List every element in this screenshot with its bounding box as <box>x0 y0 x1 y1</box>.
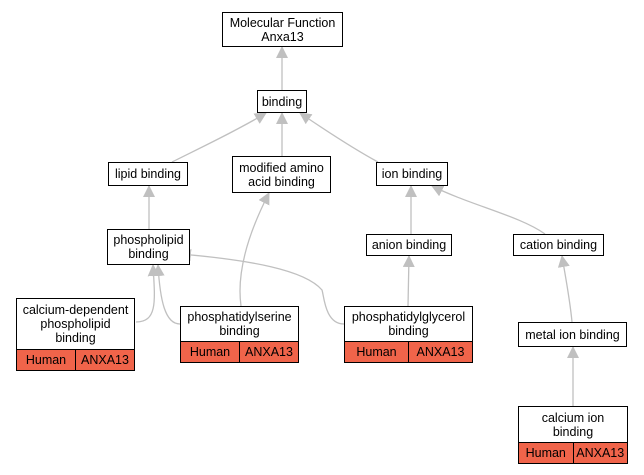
node-phospholipid-binding[interactable]: phospholipid binding <box>107 229 190 265</box>
node-label: binding <box>261 94 303 109</box>
species-cell: Human <box>25 353 67 367</box>
gene-cell: ANXA13 <box>75 350 134 370</box>
annotation-row: Human ANXA13 <box>181 341 298 362</box>
edge-phosphatidylglycerol-to-phospholipid <box>179 248 345 325</box>
edge-lipid-binding-to-binding <box>171 112 267 163</box>
edge-metal-ion-to-cation <box>557 255 573 323</box>
node-metal-ion-binding[interactable]: metal ion binding <box>518 322 627 347</box>
node-calcium-ion-binding[interactable]: calcium ion binding Human ANXA13 <box>518 406 628 464</box>
node-cation-binding[interactable]: cation binding <box>513 234 604 256</box>
edge-phosphatidylserine-to-modified-amino <box>239 192 270 307</box>
edge-ion-binding-to-binding <box>299 112 379 163</box>
node-label: Molecular Function Anxa13 <box>229 15 336 44</box>
node-label: anion binding <box>371 238 447 252</box>
node-label: modified amino acid binding <box>239 160 324 189</box>
edge-phosphatidylglycerol-to-anion <box>402 255 415 307</box>
node-label: calcium-dependent phospholipid binding <box>22 303 129 345</box>
gene-cell: ANXA13 <box>408 342 472 362</box>
gene-cell: ANXA13 <box>239 342 298 362</box>
node-label: phosphatidylserine binding <box>187 310 292 338</box>
node-label: lipid binding <box>114 167 182 181</box>
node-binding[interactable]: binding <box>257 90 307 113</box>
node-label: phosphatidylglycerol binding <box>351 310 466 338</box>
node-molecular-function-root[interactable]: Molecular Function Anxa13 <box>222 12 343 47</box>
node-modified-amino-acid-binding[interactable]: modified amino acid binding <box>232 156 331 193</box>
node-anion-binding[interactable]: anion binding <box>366 234 452 256</box>
node-phosphatidylserine-binding[interactable]: phosphatidylserine binding Human ANXA13 <box>180 306 299 363</box>
edge-phosphatidylserine-to-phospholipid <box>152 264 181 325</box>
species-cell: Human <box>356 345 397 359</box>
node-label: metal ion binding <box>525 327 620 342</box>
node-label: cation binding <box>519 238 598 252</box>
edge-cation-to-ion-binding <box>431 185 546 235</box>
species-cell: Human <box>189 345 231 359</box>
node-label: calcium ion binding <box>541 410 605 439</box>
node-ion-binding[interactable]: ion binding <box>376 162 448 186</box>
node-calcium-dependent-phospholipid-binding[interactable]: calcium-dependent phospholipid binding H… <box>16 298 135 371</box>
node-lipid-binding[interactable]: lipid binding <box>108 162 188 186</box>
edge-calcium-dependent-to-phospholipid <box>135 264 160 323</box>
node-label: phospholipid binding <box>113 233 184 261</box>
node-phosphatidylglycerol-binding[interactable]: phosphatidylglycerol binding Human ANXA1… <box>344 306 473 363</box>
annotation-row: Human ANXA13 <box>519 442 627 463</box>
annotation-row: Human ANXA13 <box>345 341 472 362</box>
gene-cell: ANXA13 <box>572 443 628 463</box>
species-cell: Human <box>525 446 566 460</box>
annotation-row: Human ANXA13 <box>17 349 134 370</box>
node-label: ion binding <box>381 167 443 181</box>
